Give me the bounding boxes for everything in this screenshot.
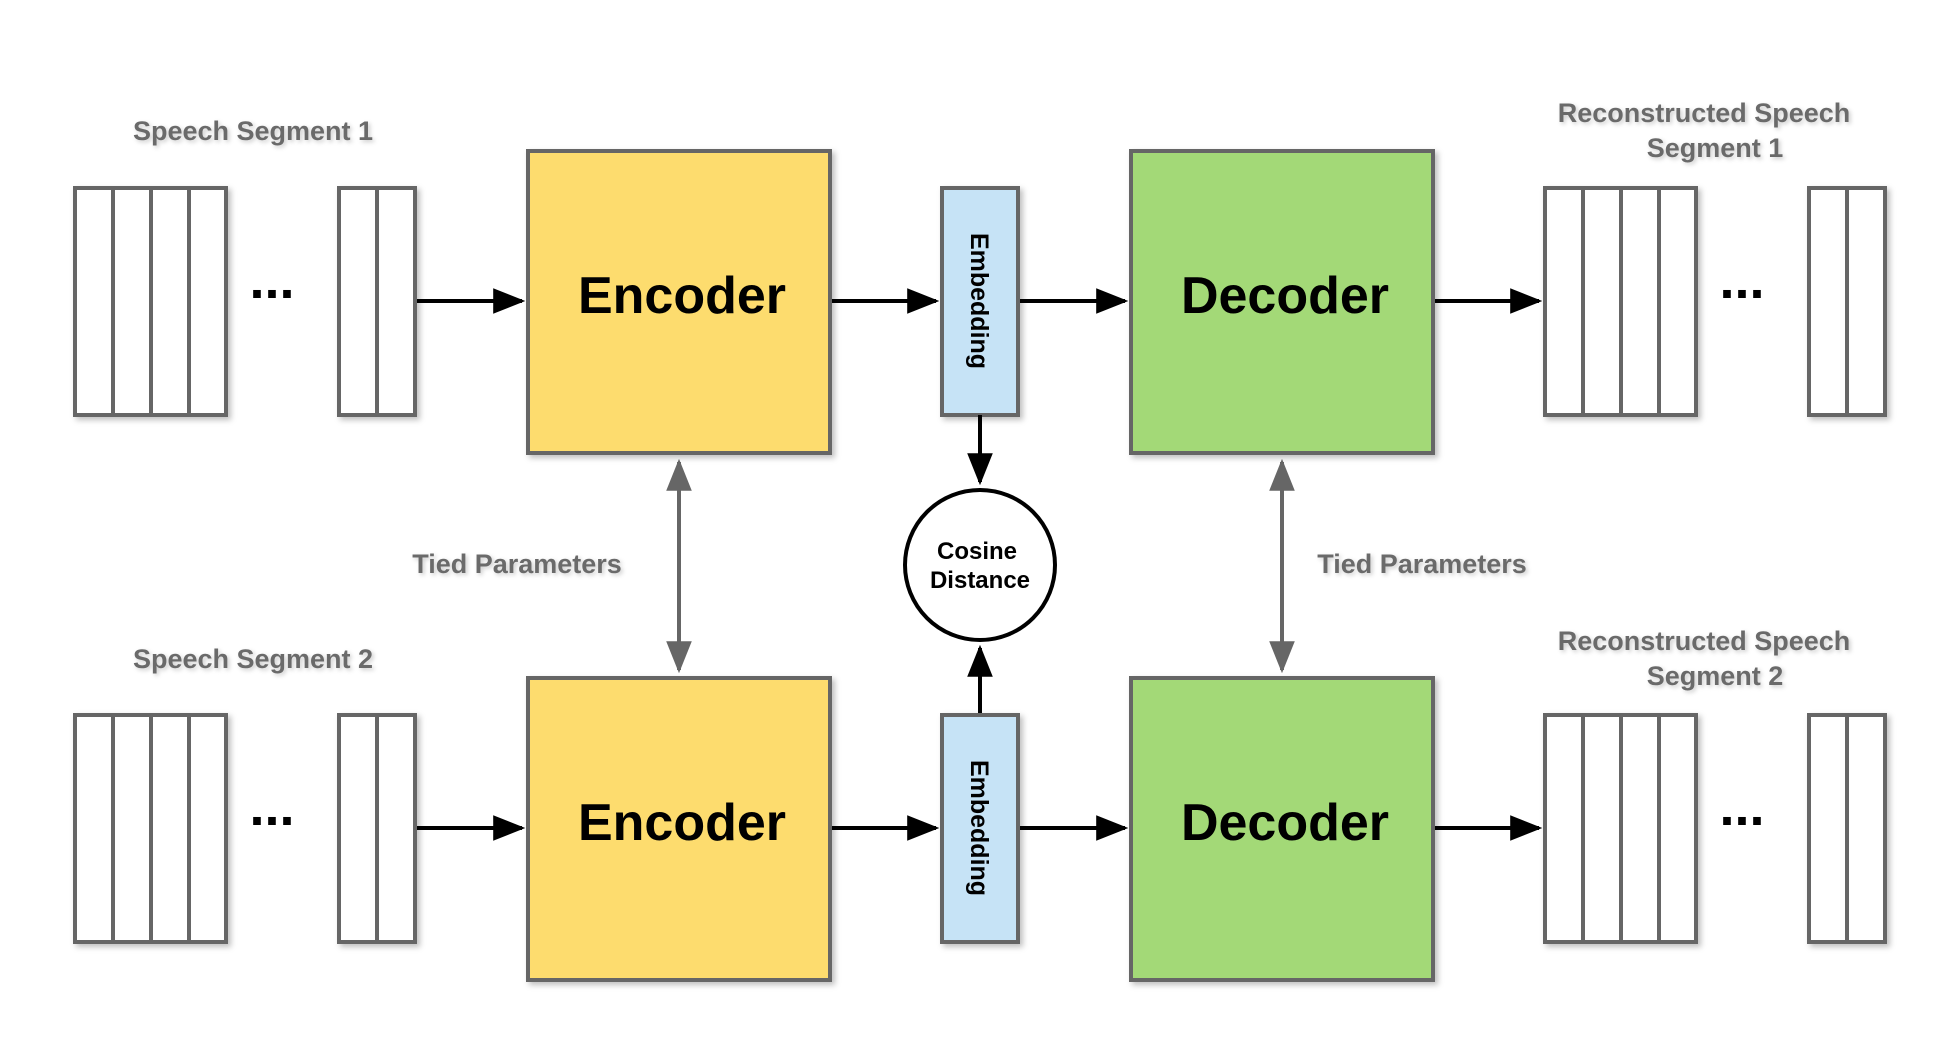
cosine-label-line1: Cosine xyxy=(937,538,1017,565)
cosine-label-line2: Distance xyxy=(930,567,1030,594)
input-frames-top-b xyxy=(337,186,417,417)
embedding-top-label: Embedding xyxy=(965,233,993,369)
ellipsis-output-top: ... xyxy=(1719,250,1764,310)
decoder-bottom-label: Decoder xyxy=(1181,794,1389,852)
embedding-bottom-label: Embedding xyxy=(965,760,993,896)
tied-parameters-right: Tied Parameters xyxy=(1317,549,1527,579)
input-frames-bottom-b xyxy=(337,713,417,944)
output-label-top-line1: Reconstructed Speech xyxy=(1558,98,1851,128)
output-frames-bottom-a xyxy=(1543,713,1698,944)
output-label-bottom-line1: Reconstructed Speech xyxy=(1558,626,1851,656)
input-frames-bottom-a xyxy=(73,713,228,944)
embedding-top: Embedding xyxy=(940,186,1020,417)
ellipsis-input-bottom: ... xyxy=(249,777,294,837)
encoder-bottom: Encoder xyxy=(526,676,832,982)
tied-parameters-left: Tied Parameters xyxy=(412,549,622,579)
decoder-top: Decoder xyxy=(1129,149,1435,455)
input-frames-top-a xyxy=(73,186,228,417)
top-row: Speech Segment 1 ... Encoder Embedding xyxy=(73,98,1887,455)
output-frames-top-a xyxy=(1543,186,1698,417)
encoder-bottom-label: Encoder xyxy=(578,794,786,852)
decoder-top-label: Decoder xyxy=(1181,267,1389,325)
encoder-top-label: Encoder xyxy=(578,267,786,325)
embedding-bottom: Embedding xyxy=(940,713,1020,944)
cosine-distance-node: Cosine Distance xyxy=(903,488,1057,642)
middle-section: Tied Parameters Tied Parameters Cosine D… xyxy=(412,415,1527,715)
output-frames-bottom-b xyxy=(1807,713,1887,944)
input-label-bottom: Speech Segment 2 xyxy=(133,644,373,674)
ellipsis-input-top: ... xyxy=(249,250,294,310)
encoder-top: Encoder xyxy=(526,149,832,455)
input-label-top: Speech Segment 1 xyxy=(133,116,373,146)
ellipsis-output-bottom: ... xyxy=(1719,777,1764,837)
output-label-bottom-line2: Segment 2 xyxy=(1647,661,1784,691)
bottom-row: Speech Segment 2 ... Encoder Embedding D… xyxy=(73,626,1887,982)
output-frames-top-b xyxy=(1807,186,1887,417)
decoder-bottom: Decoder xyxy=(1129,676,1435,982)
output-label-top-line2: Segment 1 xyxy=(1647,133,1784,163)
